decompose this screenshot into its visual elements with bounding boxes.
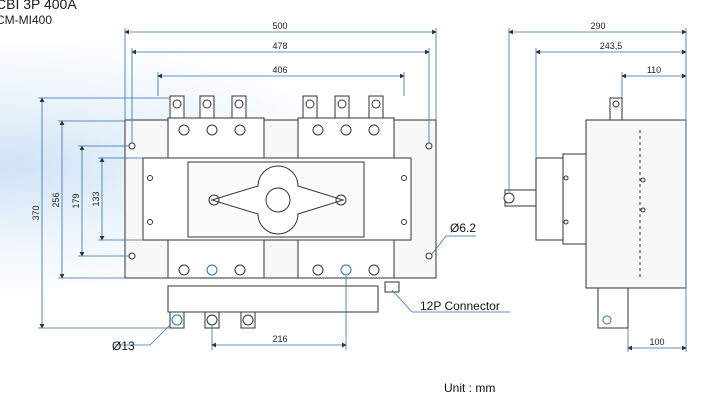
front-dimension-lines <box>38 28 510 350</box>
connector-label: 12P Connector <box>420 299 500 313</box>
dim-290: 290 <box>590 21 605 31</box>
product-model: CM-MI400 <box>0 13 53 27</box>
front-view <box>124 117 437 313</box>
bottom-lugs <box>169 264 380 329</box>
handle-end-left <box>208 194 220 206</box>
hole-label-large: Ø13 <box>112 339 135 353</box>
top-terminal-block-left <box>167 117 265 159</box>
connector-block <box>384 281 400 293</box>
dim-110: 110 <box>647 65 661 75</box>
dim-370: 370 <box>31 205 41 220</box>
operating-handle <box>210 165 345 235</box>
top-lugs <box>169 95 384 136</box>
dim-100: 100 <box>649 337 664 347</box>
dim-406: 406 <box>272 65 287 75</box>
side-dimension-lines <box>508 28 687 352</box>
side-view <box>503 97 687 329</box>
product-title: CBI 3P 400A <box>0 0 77 12</box>
dim-133: 133 <box>91 191 101 206</box>
dim-179: 179 <box>71 193 81 208</box>
side-body <box>585 119 687 289</box>
unit-label: Unit : mm <box>444 381 495 395</box>
dim-256: 256 <box>51 192 61 207</box>
dim-478: 478 <box>272 41 287 51</box>
busbar-plate <box>167 285 379 313</box>
top-terminal-block-right <box>297 117 395 159</box>
dim-500: 500 <box>272 21 287 31</box>
handle-end-right <box>335 194 347 206</box>
side-bottom-lug <box>597 287 629 329</box>
handle-hub <box>265 187 291 213</box>
hole-label-small: Ø6.2 <box>450 221 476 235</box>
dim-216: 216 <box>272 334 287 344</box>
dim-243: 243,5 <box>600 41 623 51</box>
